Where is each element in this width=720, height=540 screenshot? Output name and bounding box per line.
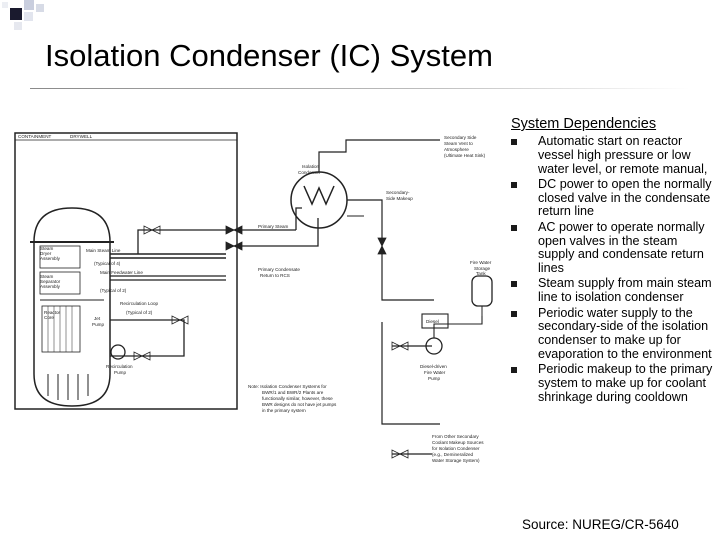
dependencies-list: Automatic start on reactor vessel high p… [511, 134, 716, 406]
containment-boundary [14, 132, 238, 410]
jet-pump-label-2: Pump [92, 322, 104, 327]
dependency-text: Periodic water supply to the secondary-s… [538, 305, 712, 361]
fire-water-pump [425, 337, 443, 355]
note-line-3: functionally similar, however, these [262, 396, 333, 401]
recirculation-loop-label: Recirculation Loop [120, 301, 158, 306]
slide-title: Isolation Condenser (IC) System [45, 38, 493, 73]
recirculation-loop-note: (Typical of 2) [126, 310, 153, 315]
square-bullet-icon [511, 310, 517, 317]
other-sources-label-2: Coolant Makeup Sources [432, 440, 484, 445]
fire-water-tank [471, 275, 493, 307]
primary-condensate-label-1: Primary Condensate [258, 267, 300, 272]
square-bullet-icon [511, 224, 517, 231]
reactor-core-label-1: Reactor [44, 310, 61, 315]
main-steam-line-note: (Typical of 4) [94, 261, 121, 266]
isolation-condenser-label-1: Isolation [302, 164, 320, 169]
dependencies-title: System Dependencies [511, 116, 657, 132]
source-citation: Source: NUREG/CR-5640 [522, 517, 679, 532]
dependency-text: Periodic makeup to the primary system to… [538, 362, 713, 404]
secondary-vent-label-2: Steam Vent to [444, 141, 473, 146]
steam-dryer-label-1: Steam [40, 246, 53, 251]
steam-dryer-label-3: Assembly [40, 256, 61, 261]
dependency-text: DC power to open the normally closed val… [538, 176, 712, 219]
note-line-4: BWR designs do not have jet pumps [262, 402, 337, 407]
square-bullet-icon [511, 181, 517, 188]
recirculation-pump-label-1: Recirculation [106, 364, 133, 369]
dependency-text: Steam supply from main steam line to iso… [538, 276, 712, 305]
secondary-makeup-label-2: Side Makeup [386, 196, 413, 201]
isolation-condenser-tank [290, 171, 348, 229]
isolation-condenser-label-2: Condenser [298, 170, 321, 175]
steam-separator-label-3: Assembly [40, 284, 61, 289]
main-steam-line-label: Main Steam Line [86, 248, 121, 253]
list-item: Periodic water supply to the secondary-s… [511, 305, 716, 362]
main-feedwater-note: (Typical of 2) [100, 288, 127, 293]
fire-water-pump-label-1: Diesel-driven [420, 364, 447, 369]
other-sources-label-5: Water Storage System) [432, 458, 480, 463]
fire-water-tank-label-3: Tank [476, 271, 486, 276]
jet-pump-label-1: Jet [94, 316, 101, 321]
fire-water-pump-label-3: Pump [428, 376, 440, 381]
containment-label: CONTAINMENT [18, 134, 52, 139]
list-item: Automatic start on reactor vessel high p… [511, 134, 716, 176]
other-sources-label-1: From Other Secondary [432, 434, 479, 439]
reactor-vessel [33, 241, 111, 407]
fire-water-tank-label-1: Fire Water [470, 260, 492, 265]
square-bullet-icon [511, 367, 517, 374]
list-item: DC power to open the normally closed val… [511, 176, 716, 219]
secondary-vent-label-4: (Ultimate Heat Sink) [444, 153, 486, 158]
diesel-box [421, 313, 449, 329]
square-bullet-icon [511, 139, 517, 145]
dependency-text: Automatic start on reactor vessel high p… [538, 134, 708, 176]
recirculation-pump-label-2: Pump [114, 370, 126, 375]
other-sources-label-4: (e.g., Demineralized [432, 452, 474, 457]
primary-steam-label: Primary Steam [258, 224, 289, 229]
reactor-core-label-2: Core [44, 315, 54, 320]
reactor-core-box [41, 305, 81, 353]
note-line-5: in the primary system [262, 408, 306, 413]
fire-water-tank-label-2: Storage [474, 266, 491, 271]
note-line-2: BWR/1 and BWR/2 Plants are [262, 390, 324, 395]
list-item: Steam supply from main steam line to iso… [511, 277, 716, 305]
steam-separator-label-1: Steam [40, 274, 53, 279]
drywell-label: DRYWELL [70, 134, 93, 139]
other-sources-label-3: for Isolation Condenser [432, 446, 480, 451]
recirculation-pump [110, 344, 126, 360]
fire-water-pump-label-2: Fire Water [424, 370, 446, 375]
secondary-vent-label-3: Atmosphere [444, 147, 469, 152]
square-bullet-icon [511, 281, 517, 288]
note-line-1: Note: Isolation Condenser Systems for [248, 384, 327, 389]
list-item: AC power to operate normally open valves… [511, 219, 716, 276]
secondary-makeup-label-1: Secondary- [386, 190, 410, 195]
secondary-vent-label-1: Secondary Side [444, 135, 477, 140]
steam-dryer-label-2: Dryer [40, 251, 52, 256]
dependency-text: AC power to operate normally open valves… [538, 219, 705, 276]
main-feedwater-label: Main Feedwater Line [100, 270, 143, 275]
primary-condensate-label-2: Return to RCS [260, 273, 290, 278]
title-divider [30, 88, 690, 89]
list-item: Periodic makeup to the primary system to… [511, 362, 716, 404]
steam-separator-label-2: Separator [40, 279, 61, 284]
corner-decoration [2, 0, 44, 30]
ic-system-schematic: CONTAINMENT DRYWELL Secondary Side Steam… [14, 132, 493, 463]
diesel-label: Diesel [426, 319, 439, 324]
